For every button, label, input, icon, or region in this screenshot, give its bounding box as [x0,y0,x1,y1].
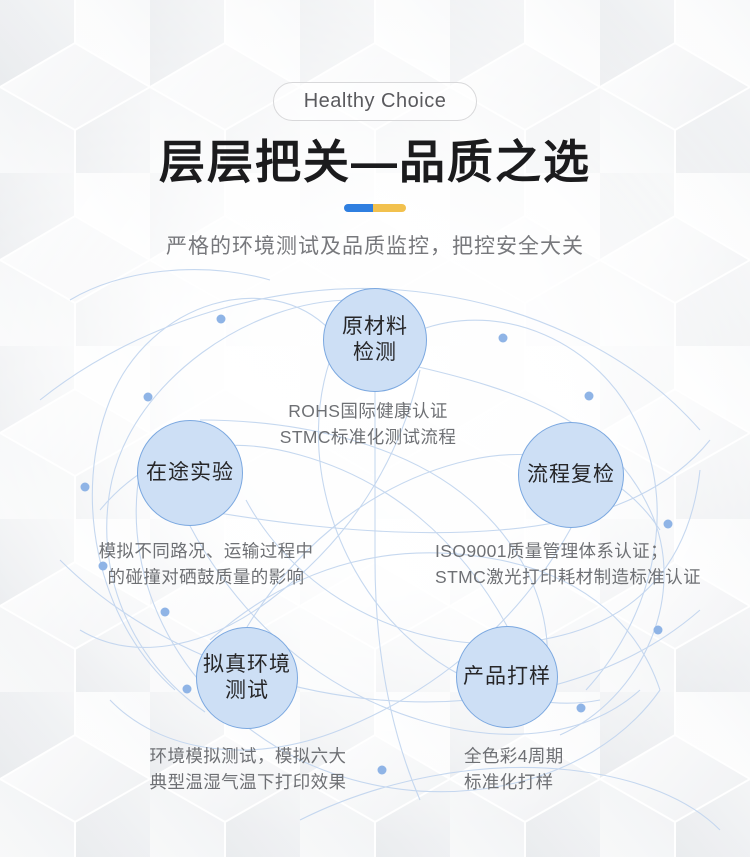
caption-raw-material: ROHS国际健康认证 STMC标准化测试流程 [279,401,457,448]
accent-divider [344,203,406,212]
accent-segment-left [344,203,373,212]
caption-process-recheck: ISO9001质量管理体系认证； STMC激光打印耗材制造标准认证 [435,541,701,588]
page-subtitle: 严格的环境测试及品质监控，把控安全大关 [166,234,584,258]
caption-in-transit: 模拟不同路况、运输过程中 的碰撞对硒鼓质量的影响 [98,541,314,588]
caption-product-sampling: 全色彩4周期 标准化打样 [464,746,564,793]
node-product-sampling[interactable]: 产品打样 [456,626,558,728]
node-process-recheck[interactable]: 流程复检 [518,422,624,528]
node-label: 流程复检 [527,462,615,486]
healthy-choice-badge: Healthy Choice [272,82,478,121]
node-simulated-environment-test[interactable]: 拟真环境 测试 [196,627,298,729]
node-label: 产品打样 [463,664,551,688]
node-in-transit-experiment[interactable]: 在途实验 [137,420,243,526]
page-header: Healthy Choice 层层把关—品质之选 严格的环境测试及品质监控，把控… [0,0,750,260]
page-title: 层层把关—品质之选 [159,136,591,188]
node-label: 拟真环境 测试 [203,652,291,702]
node-label: 原材料 检测 [342,314,408,364]
caption-simulated-env: 环境模拟测试，模拟六大 典型温湿气温下打印效果 [149,746,347,793]
node-label: 在途实验 [146,460,234,484]
node-raw-material-inspection[interactable]: 原材料 检测 [323,288,427,392]
accent-segment-right [372,203,406,212]
